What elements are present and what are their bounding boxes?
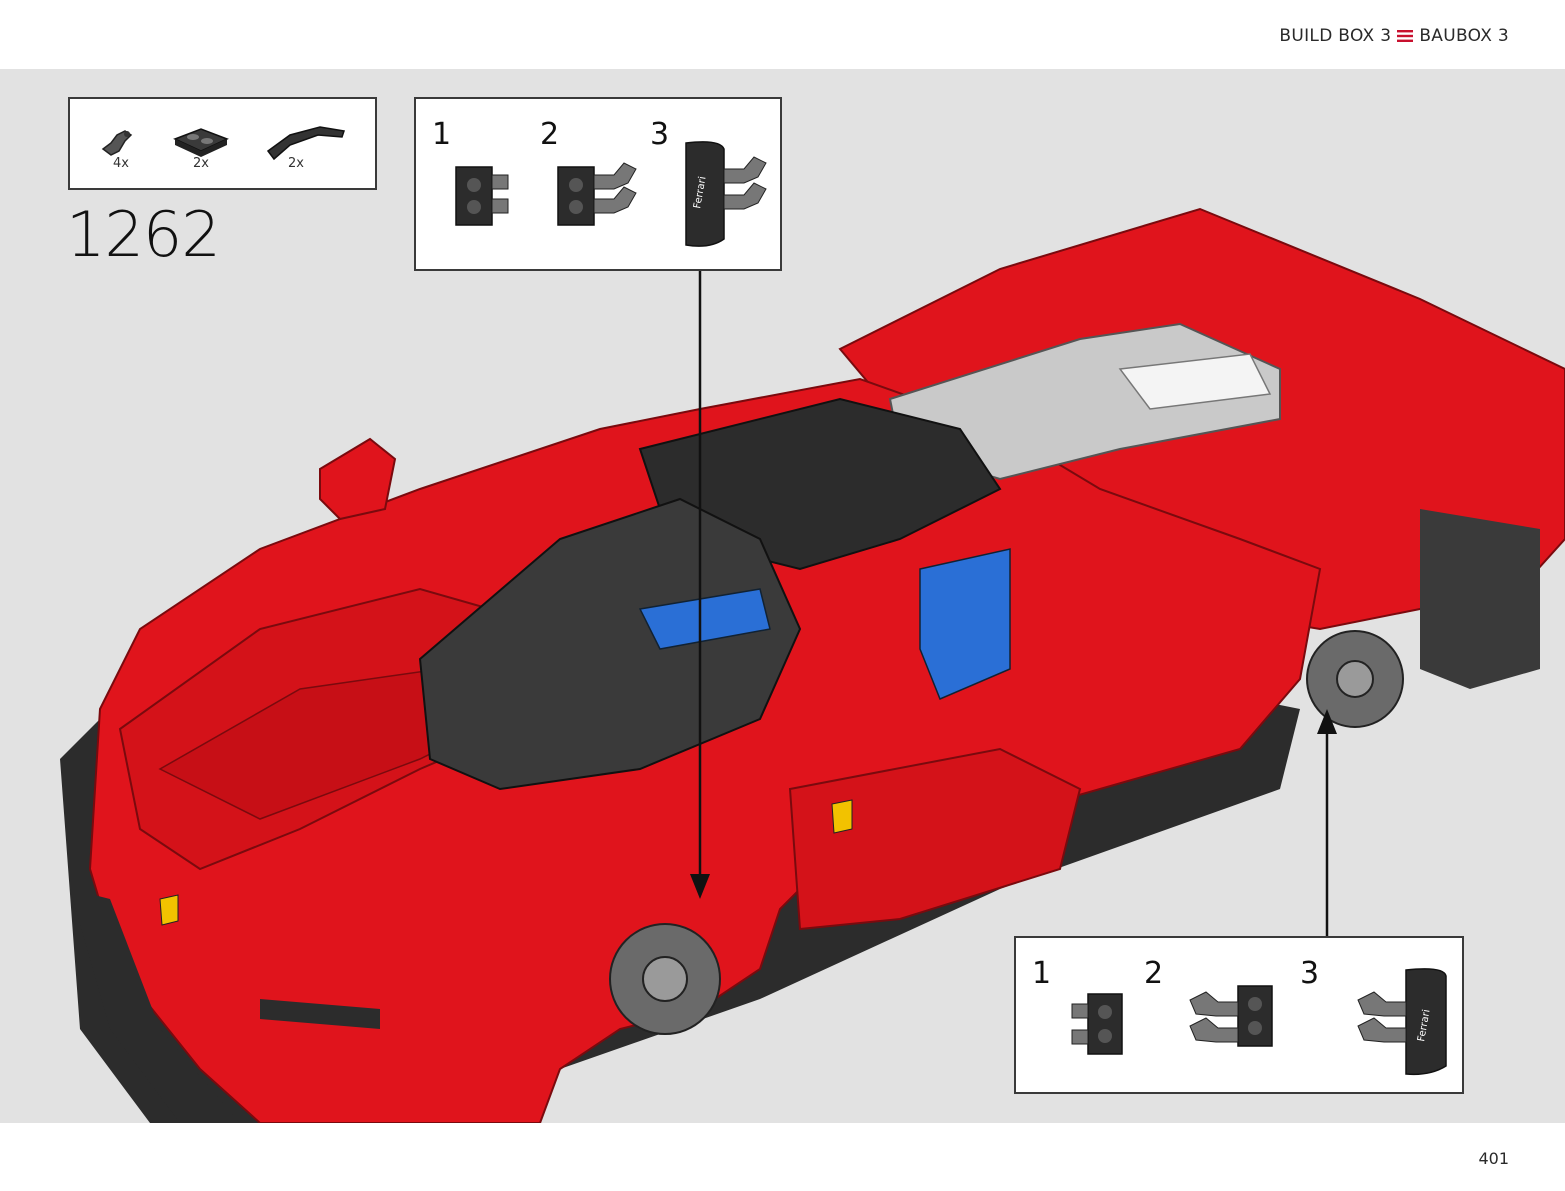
plate-with-clips-icon	[1071, 993, 1123, 1055]
bent-connector-icon	[101, 130, 133, 156]
page-header: BUILD BOX 3 BAUBOX 3	[0, 0, 1565, 69]
parts-list: 4x 2x 2x	[68, 97, 377, 190]
substep-number: 1	[1032, 956, 1052, 991]
plate-with-clips-icon	[173, 128, 229, 157]
plate-with-connectors-icon	[557, 162, 637, 226]
part-quantity: 4x	[113, 156, 129, 171]
plate-with-clips-icon	[455, 166, 509, 226]
box-separator-icon	[1397, 30, 1414, 42]
pointer-arrows	[690, 269, 1337, 937]
instruction-canvas	[0, 69, 1565, 1123]
page-number: 401	[1478, 1149, 1509, 1168]
build-box-label: BUILD BOX 3 BAUBOX 3	[1279, 26, 1509, 46]
curved-panel-icon	[266, 126, 345, 161]
box-label-en: BUILD BOX 3	[1279, 26, 1392, 46]
substep-number: 3	[1300, 956, 1320, 991]
substep-number: 2	[540, 117, 560, 152]
panel-assembly-icon: Ferrari	[1357, 968, 1447, 1076]
callout-top: 1 2 3 Ferrari	[414, 97, 782, 271]
part-quantity: 2x	[288, 156, 304, 171]
arrow-up-icon	[1317, 709, 1337, 734]
panel-assembly-icon: Ferrari	[685, 141, 767, 247]
page-footer	[0, 1123, 1565, 1191]
substep-number: 1	[432, 117, 452, 152]
parts-list-item: 4x	[85, 121, 165, 181]
ferrari-model-illustration	[60, 207, 1565, 1123]
step-number: 1262	[66, 198, 221, 271]
callout-bottom: 1 2 3 Ferrari	[1014, 936, 1464, 1094]
substep-number: 3	[650, 117, 670, 152]
parts-list-item: 2x	[260, 121, 345, 181]
substep-number: 2	[1144, 956, 1164, 991]
box-label-de: BAUBOX 3	[1419, 26, 1509, 46]
part-quantity: 2x	[193, 156, 209, 171]
arrow-down-icon	[690, 874, 710, 899]
plate-with-connectors-icon	[1189, 985, 1273, 1047]
parts-list-item: 2x	[165, 121, 245, 181]
